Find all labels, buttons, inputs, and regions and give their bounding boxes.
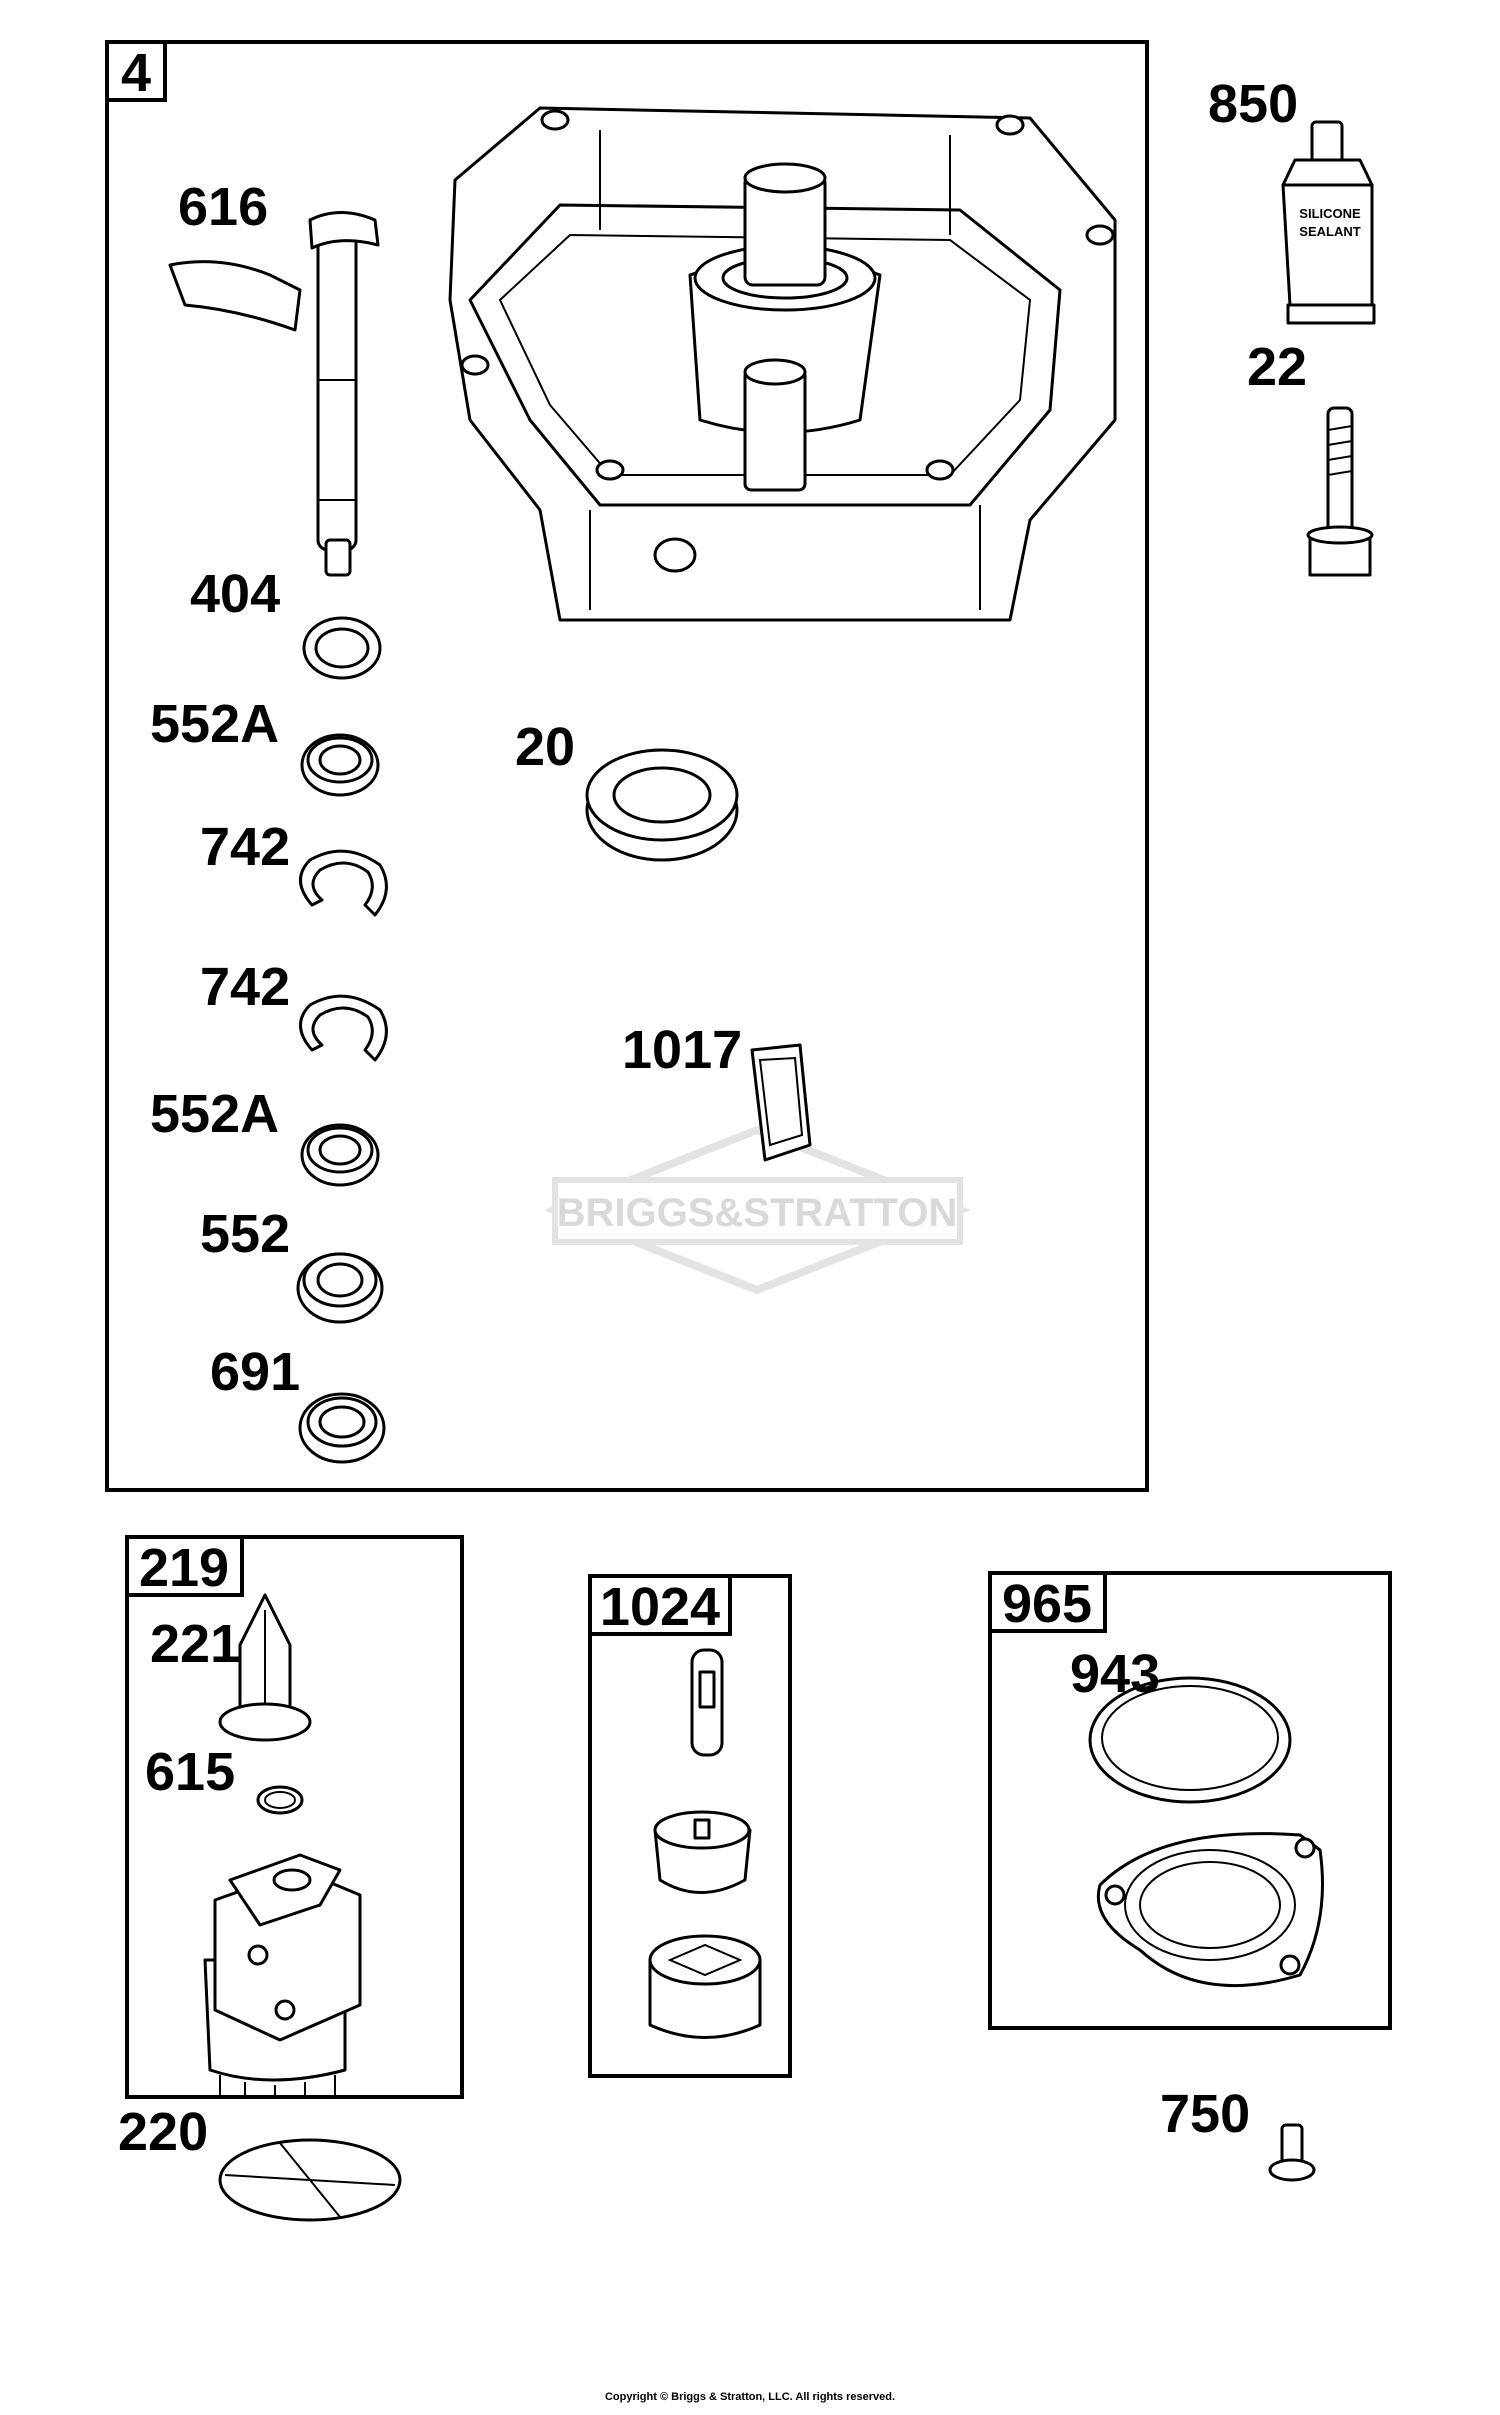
- part-oil-pump-body: [203, 1853, 362, 2097]
- sump-housing: [448, 106, 1117, 622]
- part-850-silicone-sealant-tube: SILICONE SEALANT: [1281, 120, 1376, 325]
- group-label-box-4: [105, 40, 167, 102]
- group-label-965: 965: [1002, 1574, 1092, 1634]
- group-label-1024: 1024: [600, 1577, 720, 1637]
- callout-691: 691: [210, 1342, 300, 1402]
- watermark-text: BRIGGS&STRATTON: [557, 1191, 958, 1235]
- callout-221: 221: [150, 1614, 240, 1674]
- copyright-notice: Copyright © Briggs & Stratton, LLC. All …: [605, 2391, 895, 2403]
- callout-616: 616: [178, 177, 268, 237]
- part-552-bushing: [296, 1252, 384, 1324]
- group-label-219: 219: [139, 1538, 229, 1598]
- briggs-stratton-watermark: BRIGGS&STRATTON: [544, 1125, 971, 1295]
- part-615-oring: [256, 1785, 304, 1815]
- callout-22: 22: [1247, 337, 1307, 397]
- callout-1017: 1017: [622, 1020, 742, 1080]
- group-box-219: [125, 1535, 464, 2099]
- part-552a-bushing-2: [300, 1123, 380, 1187]
- tube-label-line1: SILICONE: [1299, 206, 1361, 221]
- part-742-clip-2: [299, 994, 388, 1062]
- part-221-pickup: [218, 1593, 312, 1742]
- part-616-governor-shaft: [168, 211, 380, 577]
- group-label-box-965: [988, 1571, 1107, 1633]
- part-20-bearing: [585, 748, 739, 862]
- part-943-oring: [1088, 1676, 1292, 1804]
- callout-742-1: 742: [200, 817, 290, 877]
- part-22-bolt: [1306, 406, 1374, 577]
- callout-850: 850: [1208, 74, 1298, 134]
- part-1024-inner-rotor: [653, 1810, 752, 1894]
- part-1017-retainer: [750, 1043, 812, 1162]
- part-691-seal: [298, 1392, 386, 1464]
- callout-20: 20: [515, 717, 575, 777]
- callout-552a-2: 552A: [150, 1084, 279, 1144]
- part-1024-outer-rotor: [648, 1934, 762, 2039]
- part-220-screen: [218, 2138, 402, 2222]
- tube-label-line2: SEALANT: [1299, 224, 1360, 239]
- part-1024-shaft: [690, 1648, 724, 1757]
- group-box-4: [105, 40, 1149, 1492]
- group-label-box-219: [125, 1535, 244, 1597]
- part-742-clip-1: [299, 849, 388, 917]
- group-label-box-1024: [588, 1574, 732, 1636]
- callout-404: 404: [190, 564, 280, 624]
- callout-552: 552: [200, 1204, 290, 1264]
- part-404-washer: [302, 616, 382, 680]
- part-965-cover: [1096, 1832, 1324, 1988]
- callout-615: 615: [145, 1742, 235, 1802]
- group-box-965: [988, 1571, 1392, 2030]
- callout-943: 943: [1070, 1644, 1160, 1704]
- callout-220: 220: [118, 2102, 208, 2162]
- callout-552a-1: 552A: [150, 694, 279, 754]
- group-label-4: 4: [121, 43, 151, 103]
- part-750-screw: [1268, 2123, 1316, 2182]
- callout-750: 750: [1160, 2084, 1250, 2144]
- callout-742-2: 742: [200, 957, 290, 1017]
- part-552a-bushing-1: [300, 733, 380, 797]
